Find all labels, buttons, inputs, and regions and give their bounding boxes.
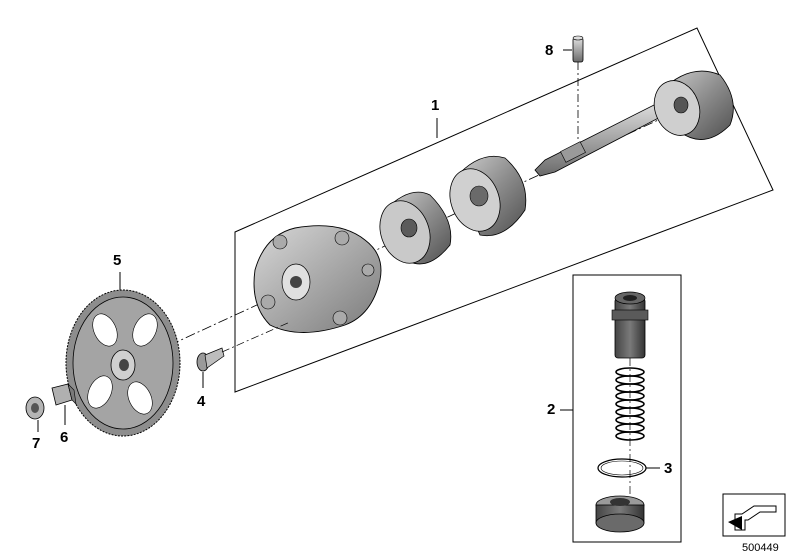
sprocket-part: [65, 289, 181, 437]
pump-housing: [253, 225, 382, 333]
o-ring-part: [597, 458, 647, 478]
callout-7: 7: [32, 435, 41, 452]
valve-seat: [595, 495, 645, 533]
callout-5: 5: [113, 252, 122, 269]
bolt-axis-line: [221, 321, 291, 353]
callout-3: 3: [664, 460, 673, 477]
nut-part: [25, 396, 45, 420]
callout-4: 4: [197, 393, 206, 410]
valve-spring: [615, 367, 645, 441]
key-part: [51, 383, 77, 406]
callout-8: 8: [545, 42, 554, 59]
bolt-part: [196, 347, 225, 372]
callout-1: 1: [431, 97, 440, 114]
callout-6: 6: [60, 429, 69, 446]
pump-shaft: [534, 101, 671, 177]
diagram-number: 500449: [742, 542, 779, 554]
pin-part: [572, 35, 584, 63]
front-rotor: [379, 191, 452, 265]
valve-piston: [611, 291, 649, 359]
assembly-frame-1: [234, 27, 774, 393]
middle-rotor: [449, 155, 527, 237]
assembly-frame-2: [572, 274, 682, 543]
rear-rotor: [653, 70, 734, 140]
callout-2: 2: [547, 401, 556, 418]
reference-arrow-icon: [722, 493, 786, 537]
